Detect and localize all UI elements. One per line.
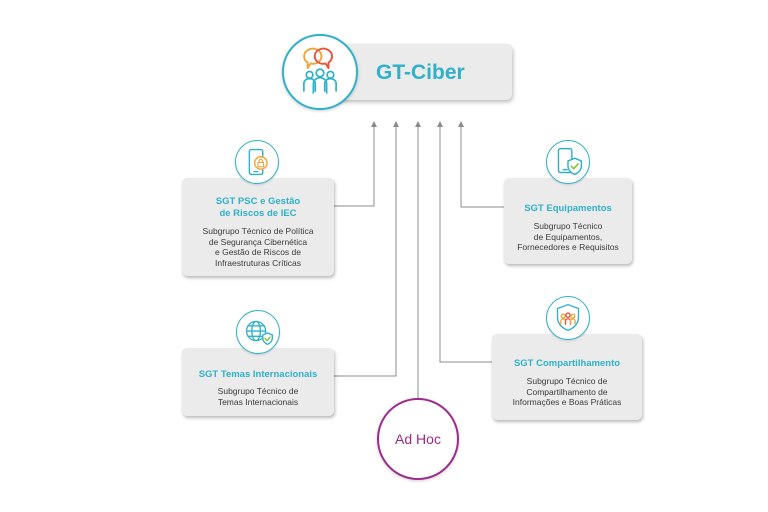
node-sgt-equipamentos: SGT Equipamentos Subgrupo Técnico de Equ… — [504, 178, 632, 264]
connector-compartilhamento — [437, 121, 492, 363]
shield-people-icon — [546, 296, 590, 340]
people-speech-bubbles-icon — [282, 34, 358, 110]
node-ad-hoc-label: Ad Hoc — [395, 431, 441, 447]
phone-shield-check-icon — [546, 140, 590, 184]
node-sgt-compartilhamento-title: SGT Compartilhamento — [513, 358, 621, 369]
main-title: GT-Ciber — [376, 61, 465, 84]
node-sgt-compartilhamento-description: Subgrupo Técnico de Compartilhamento de … — [512, 376, 622, 407]
node-sgt-equipamentos-title: SGT Equipamentos — [524, 203, 612, 214]
globe-shield-icon — [236, 310, 280, 354]
connector-psc — [334, 121, 377, 207]
node-ad-hoc: Ad Hoc — [377, 398, 459, 480]
node-sgt-temas: SGT Temas Internacionais Subgrupo Técnic… — [182, 348, 334, 416]
node-sgt-equipamentos-description: Subgrupo Técnico de Equipamentos, Fornec… — [517, 221, 619, 252]
connector-equipamentos — [458, 121, 504, 208]
phone-lock-icon — [235, 140, 279, 184]
node-sgt-compartilhamento: SGT Compartilhamento Subgrupo Técnico de… — [492, 334, 642, 420]
node-sgt-temas-title: SGT Temas Internacionais — [198, 369, 318, 380]
node-sgt-temas-description: Subgrupo Técnico de Temas Internacionais — [217, 386, 299, 407]
node-sgt-psc-description: Subgrupo Técnico de Política de Seguranç… — [202, 226, 314, 268]
connector-temas — [334, 121, 399, 377]
node-sgt-psc: SGT PSC e Gestão de Riscos de IEC Subgru… — [182, 178, 334, 276]
node-sgt-psc-title: SGT PSC e Gestão de Riscos de IEC — [215, 196, 301, 219]
